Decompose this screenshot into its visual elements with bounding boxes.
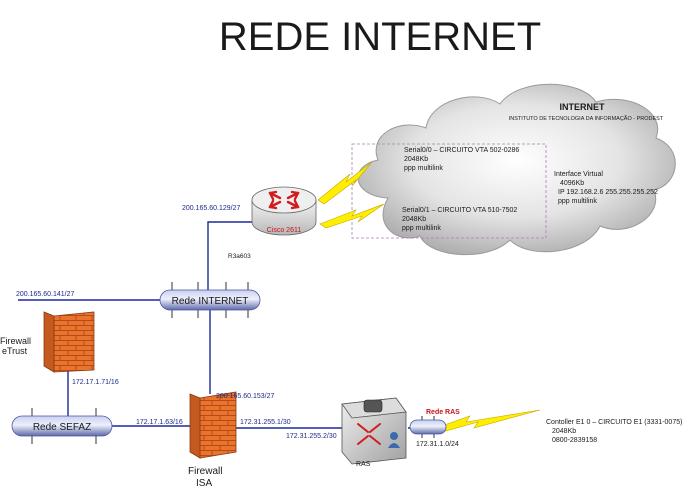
router-ip: 200.165.60.129/27 — [182, 205, 240, 212]
ras-name: RAS — [356, 461, 371, 468]
vif-line3: IP 192.168.2.6 255.255.255.252 — [558, 189, 658, 196]
firewall-isa-line2: ISA — [196, 478, 212, 489]
lightning-serial1-icon — [319, 203, 385, 229]
serial1-line2: 2048Kb — [402, 216, 426, 223]
vif-line4: ppp multilink — [558, 198, 597, 205]
firewall-isa-ip-ras: 172.31.255.1/30 — [240, 419, 291, 426]
link-router-rede-internet — [207, 221, 272, 300]
serial1-line1: Serial0/1 – CIRCUITO VTA 510-7502 — [402, 207, 517, 214]
vif-line1: Interface Virtual — [554, 171, 603, 178]
ras-ip: 172.31.255.2/30 — [286, 433, 337, 440]
firewall-etrust-ip-outside: 200.165.60.141/27 — [16, 291, 74, 298]
controller-line1: Contoller E1 0 – CIRCUITO E1 (3331-0075) — [546, 419, 682, 426]
rede-ras-segment-icon — [409, 416, 447, 438]
vif-line2: 4096Kb — [560, 180, 584, 187]
firewall-etrust-line1: Firewall — [0, 336, 31, 346]
firewall-etrust-icon — [43, 311, 95, 373]
internet-cloud-icon — [357, 83, 676, 256]
router-model: Cisco 2611 — [267, 227, 302, 234]
router-name: R3a603 — [228, 253, 251, 260]
lightning-serial0-icon — [317, 161, 373, 205]
lightning-controller-icon — [435, 409, 541, 433]
rede-sefaz-segment-icon — [11, 408, 113, 444]
rede-internet-segment-icon — [159, 282, 261, 318]
serial0-line2: 2048Kb — [404, 156, 428, 163]
cloud-title: INTERNET — [560, 102, 606, 112]
serial0-line1: Serial0/0 – CIRCUITO VTA 502-0286 — [404, 147, 519, 154]
controller-line2: 2048Kb — [552, 428, 576, 435]
rede-internet-label: Rede INTERNET — [172, 296, 249, 307]
firewall-etrust-line2: eTrust — [2, 346, 28, 356]
serial1-line3: ppp multilink — [402, 225, 441, 232]
controller-line3: 0800-2839158 — [552, 437, 597, 444]
serial0-line3: ppp multilink — [404, 165, 443, 172]
rede-ras-ip: 172.31.1.0/24 — [416, 441, 459, 448]
firewall-etrust-ip-inside: 172.17.1.71/16 — [72, 379, 119, 386]
cloud-subtitle: INSTITUTO DE TECNOLOGIA DA INFORMAÇÃO - … — [509, 115, 664, 122]
ras-server-icon — [341, 397, 407, 465]
rede-sefaz-label: Rede SEFAZ — [33, 422, 91, 433]
page-title: REDE INTERNET — [219, 15, 541, 59]
circuit-box — [351, 143, 547, 239]
firewall-isa-ip-sefaz: 172.17.1.63/16 — [136, 419, 183, 426]
router-icon — [251, 186, 317, 236]
links — [18, 221, 436, 429]
firewall-isa-icon — [189, 391, 237, 459]
rede-ras-label: Rede RAS — [426, 409, 460, 416]
firewall-isa-ip-outside: 200.165.60.153/27 — [216, 393, 274, 400]
firewall-isa-line1: Firewall — [188, 466, 222, 477]
